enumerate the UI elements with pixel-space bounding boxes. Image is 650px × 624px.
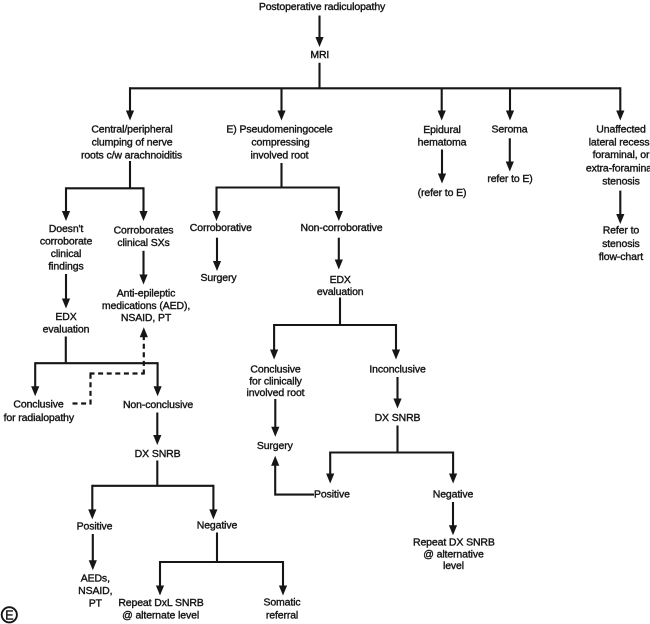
svg-text:stenosis: stenosis xyxy=(602,238,640,250)
svg-text:extra-foraminal: extra-foraminal xyxy=(586,163,650,175)
svg-text:referral: referral xyxy=(266,610,298,622)
svg-text:Corroborative: Corroborative xyxy=(190,222,252,234)
svg-text:clinical SXs: clinical SXs xyxy=(117,237,169,249)
svg-text:Repeat DX SNRB: Repeat DX SNRB xyxy=(413,537,495,549)
svg-text:roots c/w arachnoiditis: roots c/w arachnoiditis xyxy=(81,149,182,161)
svg-text:EDX: EDX xyxy=(55,311,76,323)
svg-text:Conclusive: Conclusive xyxy=(13,398,63,410)
svg-text:Negative: Negative xyxy=(197,519,238,531)
svg-text:DX SNRB: DX SNRB xyxy=(135,448,181,460)
svg-text:level: level xyxy=(443,560,464,572)
svg-text:corroborate: corroborate xyxy=(40,235,93,247)
svg-text:clumping of nerve: clumping of nerve xyxy=(92,136,173,148)
svg-text:Doesn't: Doesn't xyxy=(49,223,84,235)
svg-text:(refer to E): (refer to E) xyxy=(418,187,467,199)
svg-text:Surgery: Surgery xyxy=(257,440,294,452)
svg-text:NSAID, PT: NSAID, PT xyxy=(121,312,172,324)
svg-text:EDX: EDX xyxy=(330,274,351,286)
svg-text:Conclusive: Conclusive xyxy=(250,364,300,376)
svg-text:refer to E): refer to E) xyxy=(487,173,532,185)
svg-text:stenosis: stenosis xyxy=(602,175,640,187)
svg-text:Non-conclusive: Non-conclusive xyxy=(123,399,193,411)
svg-text:Postoperative radiculopathy: Postoperative radiculopathy xyxy=(259,1,386,13)
svg-text:Central/peripheral: Central/peripheral xyxy=(91,123,172,135)
svg-text:E: E xyxy=(5,608,13,622)
svg-text:Positive: Positive xyxy=(77,521,113,533)
svg-text:PT: PT xyxy=(89,597,103,609)
svg-text:flow-chart: flow-chart xyxy=(599,251,644,263)
svg-text:Refer to: Refer to xyxy=(603,225,640,237)
svg-text:Epidural: Epidural xyxy=(423,124,461,136)
svg-text:compressing: compressing xyxy=(251,136,309,148)
svg-text:Unaffected: Unaffected xyxy=(596,124,646,136)
svg-text:involved root: involved root xyxy=(251,149,309,161)
svg-text:MRI: MRI xyxy=(310,49,329,61)
svg-text:Surgery: Surgery xyxy=(201,272,238,284)
svg-text:E) Pseudomeningocele: E) Pseudomeningocele xyxy=(226,123,332,135)
svg-text:Repeat DxL SNRB: Repeat DxL SNRB xyxy=(118,597,203,609)
svg-text:foraminal, or: foraminal, or xyxy=(593,149,650,161)
svg-text:Inconclusive: Inconclusive xyxy=(369,364,426,376)
svg-text:Seroma: Seroma xyxy=(491,123,527,135)
svg-text:evaluation: evaluation xyxy=(317,286,364,298)
svg-text:Corroborates: Corroborates xyxy=(114,225,174,237)
svg-text:findings: findings xyxy=(48,260,83,272)
svg-text:AEDs,: AEDs, xyxy=(81,572,110,584)
svg-text:Non-corroborative: Non-corroborative xyxy=(301,222,383,234)
svg-text:Somatic: Somatic xyxy=(263,596,300,608)
svg-text:Anti-epileptic: Anti-epileptic xyxy=(117,288,175,300)
svg-text:Positive: Positive xyxy=(314,489,350,501)
svg-text:@ alternate level: @ alternate level xyxy=(122,610,199,622)
svg-text:hematoma: hematoma xyxy=(418,136,467,148)
svg-text:@ alternative: @ alternative xyxy=(423,549,484,561)
svg-text:evaluation: evaluation xyxy=(43,323,90,335)
svg-text:Negative: Negative xyxy=(433,489,474,501)
svg-text:for radialopathy: for radialopathy xyxy=(4,412,75,424)
svg-text:involved root: involved root xyxy=(247,387,305,399)
svg-text:DX SNRB: DX SNRB xyxy=(375,412,421,424)
svg-text:medications (AED),: medications (AED), xyxy=(102,300,190,312)
svg-text:clinical: clinical xyxy=(51,248,82,260)
svg-text:NSAID,: NSAID, xyxy=(78,585,112,597)
svg-text:for clinically: for clinically xyxy=(249,375,302,387)
svg-text:lateral recess,: lateral recess, xyxy=(589,136,650,148)
